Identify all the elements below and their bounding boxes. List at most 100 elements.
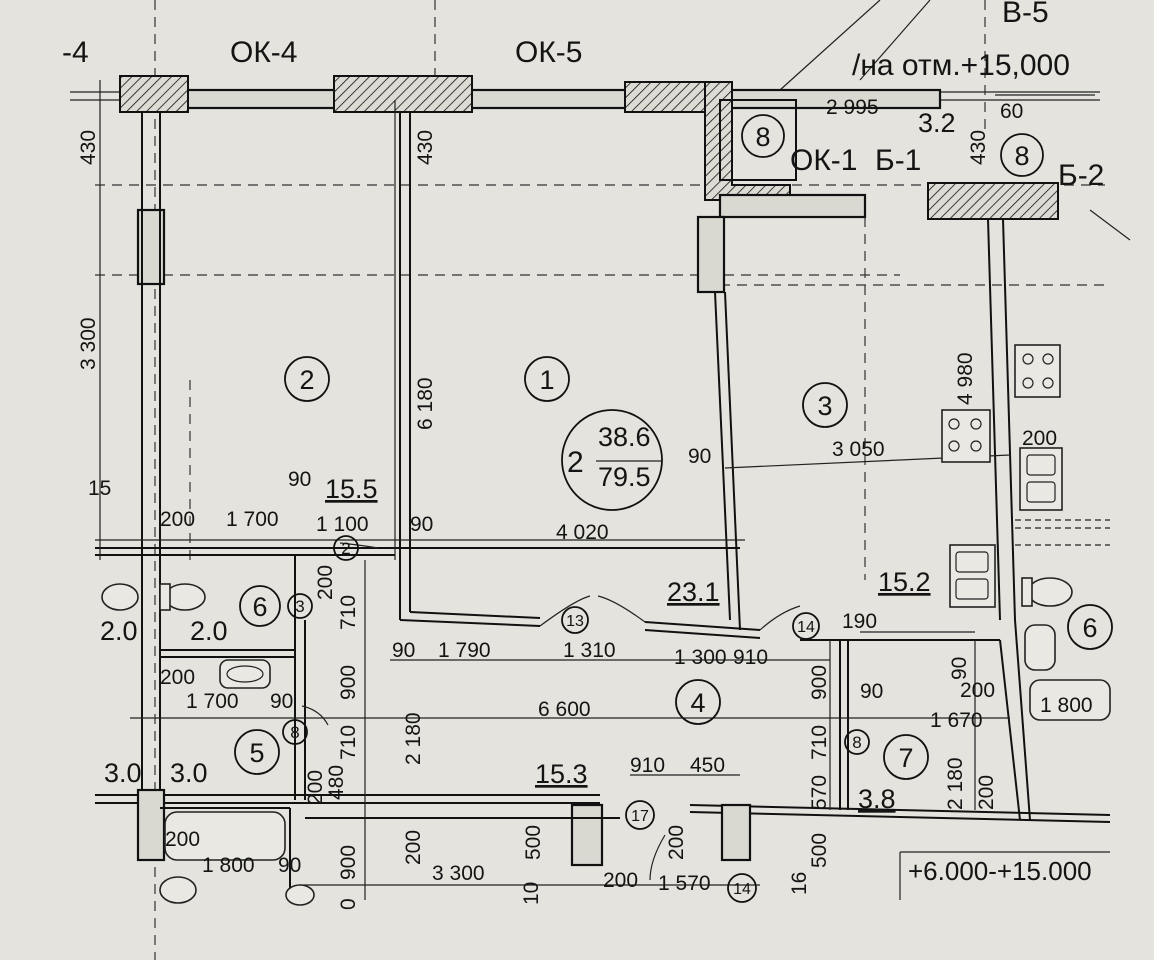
dimension: 3 300 <box>432 862 485 885</box>
dimension: 710 <box>808 725 831 760</box>
window-label-ok1: ОК-1 <box>790 144 858 177</box>
dimension: 910 <box>630 754 665 777</box>
dimension: 6 180 <box>414 377 437 430</box>
door-marks: 2 3 8 13 14 8 17 14 <box>290 539 861 898</box>
dimension: 4 980 <box>954 352 977 405</box>
dimension: 0 <box>337 898 360 910</box>
door-mark: 13 <box>566 613 584 630</box>
toilet-fixtures <box>101 577 1073 906</box>
dimension: 1 700 <box>226 508 279 531</box>
dimension: 90 <box>688 445 711 468</box>
dimension: 200 <box>975 775 998 810</box>
apartment-rooms-count: 2 <box>567 446 584 479</box>
neighbor-bath-bottom-area: 3.0 <box>104 758 142 788</box>
dimension: 200 <box>314 565 337 600</box>
room-6-number-right: 6 <box>1082 613 1097 643</box>
dimension: 200 <box>665 825 688 860</box>
dimension: 200 <box>1022 427 1057 450</box>
dimension: 16 <box>788 872 811 895</box>
dimension: 3 050 <box>832 438 885 461</box>
room-4-number: 4 <box>690 688 705 718</box>
dimension: 2 180 <box>944 757 967 810</box>
dimension: 900 <box>337 665 360 700</box>
beam-label-b2: Б-2 <box>1058 159 1104 192</box>
room-areas: 23.1 15.5 15.2 15.3 3.0 2.0 3.8 3.2 2.0 … <box>100 108 956 814</box>
dimension-texts: 430 430 430 2 995 60 3 300 6 180 4 980 3… <box>77 96 1093 910</box>
dimension: 710 <box>337 725 360 760</box>
dimension: 1 800 <box>1040 694 1093 717</box>
beam-label-b1: Б-1 <box>875 144 921 177</box>
dimension: 2 995 <box>826 96 879 119</box>
dimension: 200 <box>160 666 195 689</box>
room-2-area: 15.5 <box>325 474 378 504</box>
kitchen-sink <box>949 447 1063 608</box>
room-8-number-right: 8 <box>1014 141 1029 171</box>
apartment-summary: 2 38.6 79.5 <box>567 422 651 492</box>
room-8-number: 8 <box>755 122 770 152</box>
dimension: 190 <box>842 610 877 633</box>
washbasins <box>219 624 1056 689</box>
dimension: 570 <box>808 775 831 810</box>
footer-level-range: +6.000-+15.000 <box>908 856 1092 886</box>
dimension: 1 700 <box>186 690 239 713</box>
dimension: 430 <box>77 130 100 165</box>
dimension: 1 100 <box>316 513 369 536</box>
door-mark: 17 <box>631 808 649 825</box>
dimension: 3 300 <box>77 317 100 370</box>
dimension: 200 <box>160 508 195 531</box>
dimension: 200 <box>304 770 327 805</box>
dimension: 10 <box>520 882 543 905</box>
door-mark: 8 <box>852 733 861 752</box>
dimension: 710 <box>337 595 360 630</box>
dimension: 910 <box>733 646 768 669</box>
kitchen-stove <box>941 344 1061 463</box>
room-5-area: 3.0 <box>170 758 208 788</box>
window-label-ok4: ОК-4 <box>230 36 298 69</box>
apartment-total-area: 79.5 <box>598 462 651 492</box>
door-mark: 14 <box>733 881 751 898</box>
dimension: 1 310 <box>563 639 616 662</box>
dimension: 430 <box>414 130 437 165</box>
dimension: 90 <box>288 468 311 491</box>
dimension: 900 <box>808 665 831 700</box>
dimension: 450 <box>690 754 725 777</box>
dimension: 6 600 <box>538 698 591 721</box>
dimension: 60 <box>1000 100 1023 123</box>
kitchen-counter-hatch <box>1015 519 1110 546</box>
dimension: 1 670 <box>930 709 983 732</box>
room-1-number: 1 <box>539 365 554 395</box>
dimension: 1 300 <box>674 646 727 669</box>
level-note: /на отм.+15,000 <box>852 49 1070 82</box>
axis-label-b5: В-5 <box>1002 0 1049 29</box>
door-mark: 2 <box>341 539 350 558</box>
room-3-number: 3 <box>817 391 832 421</box>
dimension: 90 <box>392 639 415 662</box>
dimension: 90 <box>410 513 433 536</box>
room-5-number: 5 <box>249 738 264 768</box>
dimension: 90 <box>270 690 293 713</box>
room-1-area: 23.1 <box>667 577 720 607</box>
dimension: 500 <box>522 825 545 860</box>
exterior-walls <box>119 75 1059 294</box>
dimension: 4 020 <box>556 521 609 544</box>
dimension: 90 <box>860 680 883 703</box>
window-label-ok5: ОК-5 <box>515 36 583 69</box>
room-markers <box>234 114 1113 903</box>
dimension: 430 <box>967 130 990 165</box>
dimension: 200 <box>402 830 425 865</box>
room-7-area: 3.8 <box>858 784 896 814</box>
dimension: 200 <box>603 869 638 892</box>
interior-walls <box>95 112 1111 900</box>
door-mark: 14 <box>797 619 815 636</box>
dimension: 90 <box>948 657 971 680</box>
dimension: 90 <box>278 854 301 877</box>
dimension: 2 180 <box>402 712 425 765</box>
room-3-area: 15.2 <box>878 567 931 597</box>
dimension: 1 790 <box>438 639 491 662</box>
room-8-area: 3.2 <box>918 108 956 138</box>
room-4-area: 15.3 <box>535 759 588 789</box>
header-left-mark: -4 <box>62 36 89 69</box>
room-6-area: 2.0 <box>190 616 228 646</box>
bathtubs <box>164 679 1111 861</box>
